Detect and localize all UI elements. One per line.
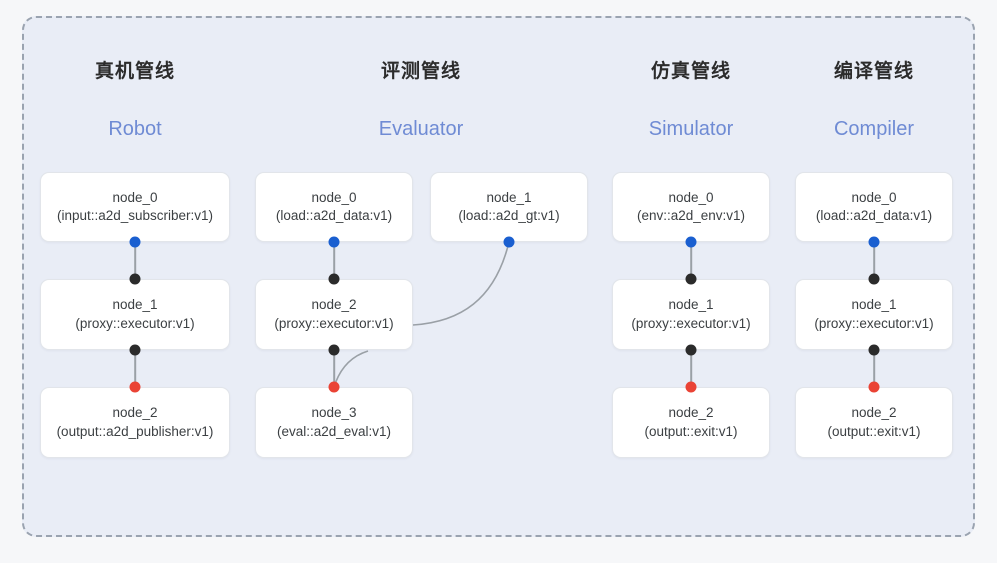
column-title-cn-evaluator: 评测管线 xyxy=(380,61,461,82)
column-title-en-simulator: Simulator xyxy=(648,118,734,140)
port-dot-red-comp-2-in[interactable] xyxy=(868,381,880,393)
port-dot-blue-robot-0-out[interactable] xyxy=(129,236,141,248)
node-kind: (load::a2d_gt:v1) xyxy=(458,208,560,223)
column-title-cn-robot: 真机管线 xyxy=(94,61,175,82)
node-kind: (eval::a2d_eval:v1) xyxy=(276,423,392,439)
node-id: node_3 xyxy=(311,405,357,421)
node-sim-2[interactable]: node_2 (output::exit:v1) xyxy=(612,387,770,458)
port-dot-red-eval-3-in[interactable] xyxy=(328,381,340,393)
node-kind: (env::a2d_env:v1) xyxy=(636,208,746,223)
node-kind: (proxy::executor:v1) xyxy=(814,315,934,331)
column-header-simulator: 仿真管线 Simulator xyxy=(596,62,786,139)
link-robot-1-2 xyxy=(134,350,136,387)
node-sim-0[interactable]: node_0 (env::a2d_env:v1) xyxy=(612,172,770,242)
node-kind: (output::exit:v1) xyxy=(827,423,921,439)
node-id: node_1 xyxy=(668,297,714,313)
column-title-cn-compiler: 编译管线 xyxy=(833,61,914,82)
port-dot-blue-eval-0-out[interactable] xyxy=(328,236,340,248)
port-dot-black-comp-1-out[interactable] xyxy=(868,344,880,356)
port-dot-black-sim-1-out[interactable] xyxy=(685,344,697,356)
node-eval-3[interactable]: node_3 (eval::a2d_eval:v1) xyxy=(255,387,413,458)
port-dot-black-eval-2-out[interactable] xyxy=(328,344,340,356)
port-dot-black-sim-1-in[interactable] xyxy=(685,273,697,285)
port-dot-red-robot-2-in[interactable] xyxy=(129,381,141,393)
node-robot-0[interactable]: node_0 (input::a2d_subscriber:v1) xyxy=(40,172,230,242)
node-eval-0[interactable]: node_0 (load::a2d_data:v1) xyxy=(255,172,413,242)
node-kind: (proxy::executor:v1) xyxy=(274,315,394,331)
link-sim-0-1 xyxy=(690,242,692,278)
node-id: node_2 xyxy=(668,405,714,421)
column-header-compiler: 编译管线 Compiler xyxy=(779,62,969,139)
column-title-en-robot: Robot xyxy=(108,118,162,140)
node-id: node_0 xyxy=(112,189,158,205)
node-id: node_1 xyxy=(112,297,158,313)
link-eval-0-2 xyxy=(333,242,335,278)
node-id: node_0 xyxy=(668,189,714,205)
node-id: node_2 xyxy=(311,297,357,313)
port-dot-black-robot-1-in[interactable] xyxy=(129,273,141,285)
port-dot-blue-sim-0-out[interactable] xyxy=(685,236,697,248)
node-kind: (load::a2d_data:v1) xyxy=(275,208,393,223)
node-comp-0[interactable]: node_0 (load::a2d_data:v1) xyxy=(795,172,953,242)
node-id: node_0 xyxy=(851,189,897,205)
node-kind: (proxy::executor:v1) xyxy=(75,315,195,331)
column-header-evaluator: 评测管线 Evaluator xyxy=(326,62,516,139)
port-dot-black-robot-1-out[interactable] xyxy=(129,344,141,356)
node-id: node_1 xyxy=(486,189,532,205)
node-kind: (output::a2d_publisher:v1) xyxy=(56,423,214,439)
port-dot-blue-eval-1-out[interactable] xyxy=(503,236,515,248)
link-sim-1-2 xyxy=(690,350,692,387)
node-id: node_0 xyxy=(311,189,357,205)
column-header-robot: 真机管线 Robot xyxy=(40,62,230,139)
node-comp-1[interactable]: node_1 (proxy::executor:v1) xyxy=(795,279,953,350)
port-dot-black-comp-1-in[interactable] xyxy=(868,273,880,285)
node-kind: (proxy::executor:v1) xyxy=(631,315,751,331)
node-id: node_2 xyxy=(112,405,158,421)
node-kind: (load::a2d_data:v1) xyxy=(815,208,933,223)
port-dot-black-eval-2-in[interactable] xyxy=(328,273,340,285)
link-robot-0-1 xyxy=(134,242,136,278)
port-dot-blue-comp-0-out[interactable] xyxy=(868,236,880,248)
column-title-cn-simulator: 仿真管线 xyxy=(650,61,731,82)
node-eval-1[interactable]: node_1 (load::a2d_gt:v1) xyxy=(430,172,588,242)
node-id: node_2 xyxy=(851,405,897,421)
port-dot-red-sim-2-in[interactable] xyxy=(685,381,697,393)
node-kind: (output::exit:v1) xyxy=(644,423,738,439)
node-robot-2[interactable]: node_2 (output::a2d_publisher:v1) xyxy=(40,387,230,458)
node-comp-2[interactable]: node_2 (output::exit:v1) xyxy=(795,387,953,458)
link-comp-1-2 xyxy=(873,350,875,387)
node-id: node_1 xyxy=(851,297,897,313)
column-title-en-evaluator: Evaluator xyxy=(378,118,464,140)
column-title-en-compiler: Compiler xyxy=(833,118,915,140)
node-eval-2[interactable]: node_2 (proxy::executor:v1) xyxy=(255,279,413,350)
node-kind: (input::a2d_subscriber:v1) xyxy=(56,208,214,223)
node-sim-1[interactable]: node_1 (proxy::executor:v1) xyxy=(612,279,770,350)
link-comp-0-1 xyxy=(873,242,875,278)
node-robot-1[interactable]: node_1 (proxy::executor:v1) xyxy=(40,279,230,350)
